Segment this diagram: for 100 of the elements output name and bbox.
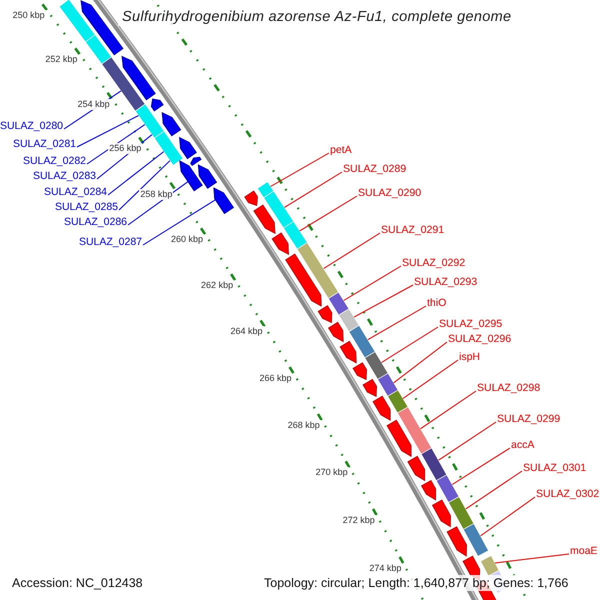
gene-marker <box>179 136 197 160</box>
gene-marker <box>340 340 357 364</box>
gene-marker <box>352 362 367 380</box>
gene-label: SULAZ_0287 <box>78 236 142 249</box>
gene-label: SULAZ_0299 <box>497 413 560 426</box>
gene-label: SULAZ_0293 <box>414 276 478 289</box>
tick-label: 252 kbp <box>44 54 78 66</box>
feature-block <box>348 324 376 358</box>
leader-line <box>393 342 448 384</box>
gene-label: SULAZ_0283 <box>32 170 96 183</box>
leader-line <box>270 152 330 187</box>
leader-line <box>76 115 139 148</box>
feature-block <box>296 242 339 299</box>
gene-marker <box>446 526 467 557</box>
gene-marker <box>162 112 182 136</box>
gene-marker <box>362 378 377 397</box>
gene-marker <box>179 160 203 192</box>
leader-line <box>480 496 536 536</box>
leader-line <box>452 448 510 485</box>
gene-label: thiO <box>427 297 446 310</box>
info-text: Accession: NC_012438 <box>10 575 145 591</box>
gene-label: SULAZ_0291 <box>381 224 444 237</box>
gene-marker <box>372 396 391 421</box>
gene-marker <box>328 322 344 342</box>
tick-label: 258 kbp <box>139 188 174 200</box>
leader-line <box>494 554 570 564</box>
tick-label: 256 kbp <box>108 143 142 154</box>
feature-block <box>84 34 112 65</box>
tick-label: 266 kbp <box>258 373 292 384</box>
leader-line <box>299 196 358 232</box>
leader-line <box>108 151 164 196</box>
leader-line <box>323 232 380 269</box>
leader-line <box>465 470 522 510</box>
tick-label: 262 kbp <box>200 280 234 292</box>
leader-line <box>343 266 402 301</box>
leader-line <box>367 306 426 340</box>
info-text: Topology: circular; Length: 1,640,877 bp; Genes: 1,766 <box>262 575 570 591</box>
tick-label: 264 kbp <box>230 326 264 338</box>
leader-line <box>284 172 342 208</box>
leader-line <box>86 124 146 164</box>
gene-label: SULAZ_0285 <box>54 201 118 214</box>
feature-block <box>134 104 165 139</box>
tick-label: 260 kbp <box>170 234 204 246</box>
leader-line <box>142 199 216 246</box>
gene-marker <box>272 232 290 256</box>
gene-marker <box>80 0 124 56</box>
gene-marker <box>150 98 164 112</box>
feature-block <box>420 448 448 481</box>
gene-marker <box>198 164 218 189</box>
gene-label: moaE <box>570 545 598 558</box>
gene-label: SULAZ_0290 <box>358 187 422 200</box>
gene-marker <box>318 305 332 324</box>
gene-label: SULAZ_0295 <box>439 318 502 331</box>
gene-marker <box>285 253 322 307</box>
gene-marker <box>213 187 234 214</box>
leader-line <box>438 422 496 461</box>
gene-label: SULAZ_0292 <box>402 257 466 270</box>
feature-block <box>448 496 474 530</box>
feature-block <box>364 351 388 380</box>
tick-label: 268 kbp <box>286 420 321 432</box>
gene-marker <box>190 156 202 166</box>
feature-block <box>58 0 96 42</box>
feature-block <box>338 308 360 332</box>
gene-marker <box>244 190 258 206</box>
gene-label: petA <box>330 144 352 157</box>
gene-label: SULAZ_0282 <box>22 155 86 168</box>
gene-label: SULAZ_0302 <box>536 488 600 501</box>
feature-block <box>377 372 398 397</box>
tick-label: 254 kbp <box>76 98 111 110</box>
feature-block <box>436 474 460 503</box>
gene-label: SULAZ_0298 <box>477 382 540 395</box>
tick-label: 274 kbp <box>368 563 402 574</box>
gene-label: SULAZ_0296 <box>448 333 512 346</box>
tick-label: 270 kbp <box>314 467 349 478</box>
gene-marker <box>253 204 276 234</box>
gene-label: SULAZ_0280 <box>0 120 63 133</box>
feature-block <box>283 221 308 250</box>
leader-line <box>354 284 414 318</box>
gene-marker <box>122 56 156 100</box>
gene-label: accA <box>511 439 534 452</box>
tick-label: 250 kbp <box>12 10 46 22</box>
feature-block <box>387 390 408 414</box>
gene-label: SULAZ_0284 <box>44 186 107 199</box>
leader-line <box>381 326 438 363</box>
feature-block <box>154 130 184 166</box>
feature-block <box>397 406 432 454</box>
gene-marker <box>407 456 426 482</box>
feature-block <box>328 292 350 316</box>
gene-marker <box>386 420 412 458</box>
gene-label: ispH <box>459 351 480 364</box>
gene-label: SULAZ_0289 <box>343 163 406 176</box>
leader-line <box>402 360 458 399</box>
feature-block <box>480 555 500 576</box>
feature-block <box>263 190 294 228</box>
feature-block <box>462 523 489 557</box>
gene-label: SULAZ_0286 <box>64 216 127 229</box>
gene-label: SULAZ_0281 <box>12 138 76 151</box>
tick-label: 272 kbp <box>342 515 376 526</box>
leader-line <box>118 160 170 210</box>
gene-marker <box>432 500 451 528</box>
